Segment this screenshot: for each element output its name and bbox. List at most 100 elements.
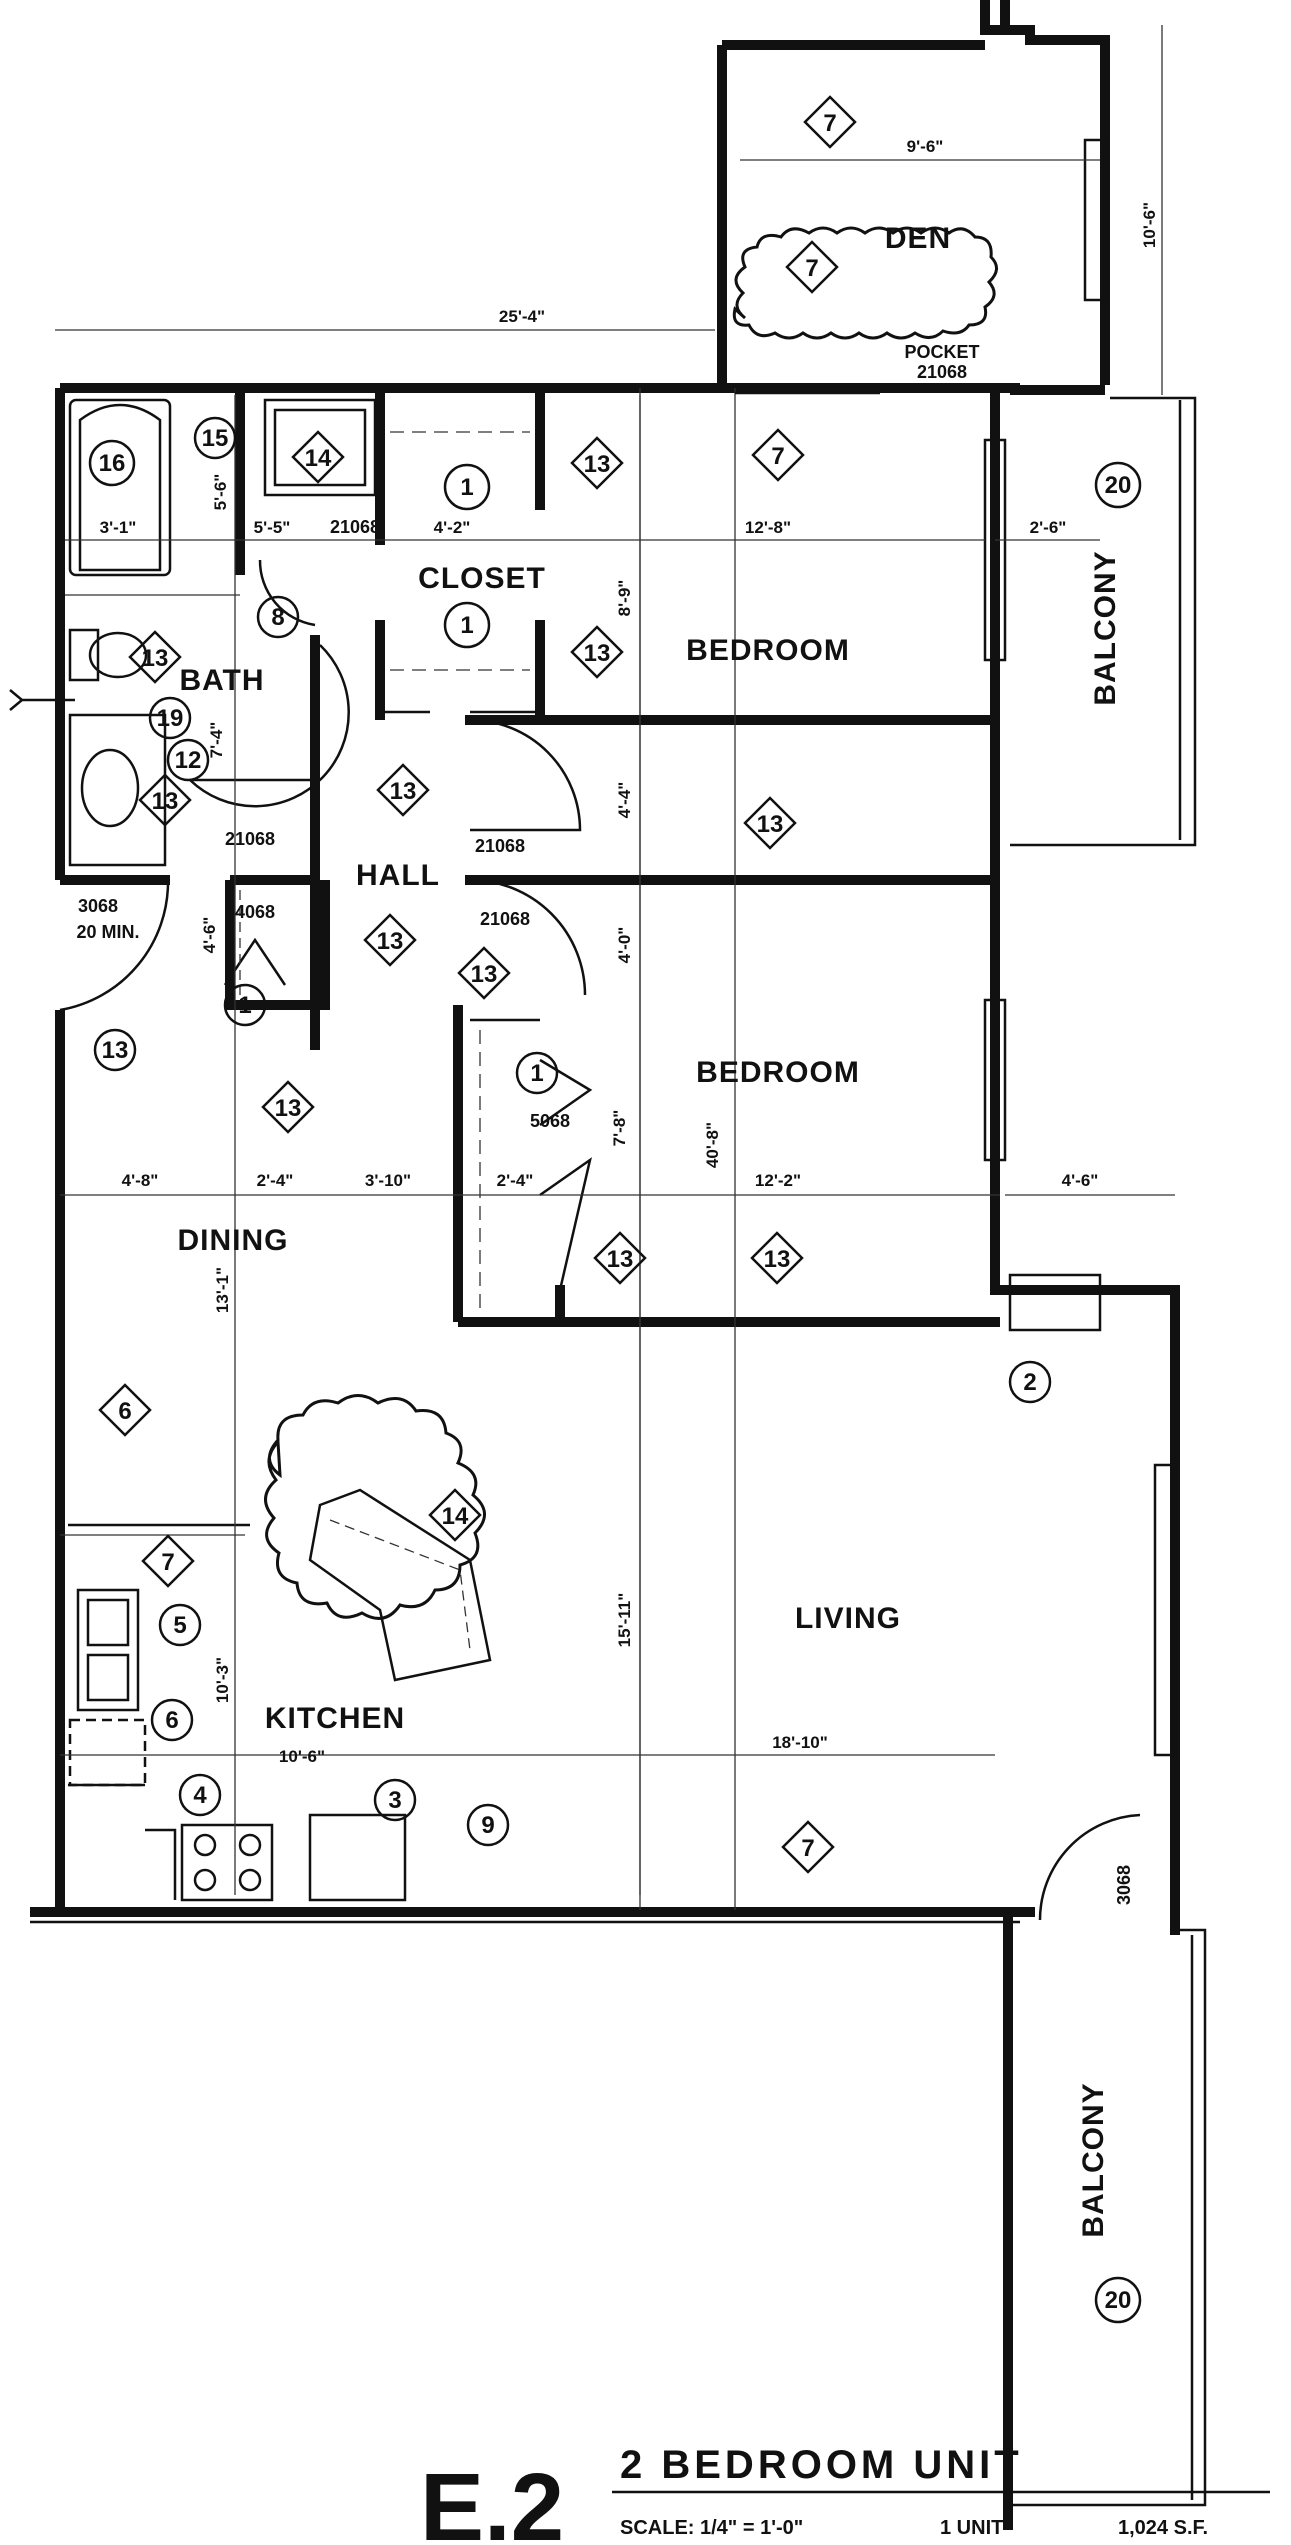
room-label-bath: BATH [179, 664, 264, 697]
dim-label: 2'-6" [1030, 518, 1067, 537]
tag-number: 7 [771, 443, 784, 470]
door-code: 21068 [330, 517, 380, 537]
tag-number: 12 [175, 747, 202, 774]
dim-label: 40'-8" [703, 1122, 722, 1168]
tag-number: 13 [764, 1246, 791, 1273]
dimension-labels: 9'-6" 10'-6" 25'-4" 5'-6" 3'-1" 5'-5" 21… [100, 137, 1159, 1766]
dim-label: 2'-4" [497, 1171, 534, 1190]
callout-9: 9 [466, 1803, 510, 1847]
callout-1: 1 [515, 1051, 559, 1095]
dim-label: 18'-10" [772, 1733, 828, 1752]
tag-13: 13 [570, 436, 624, 490]
unit-name: 2 BEDROOM UNIT [620, 2443, 1023, 2487]
interior-walls [60, 388, 1000, 1910]
tag-13: 13 [128, 630, 182, 684]
callout-3: 3 [373, 1778, 417, 1822]
door-swings [59, 383, 1141, 1921]
dim-label: 7'-8" [610, 1110, 629, 1147]
callout-4: 4 [178, 1773, 222, 1817]
tag-number: 7 [161, 1549, 174, 1576]
tag-13: 13 [457, 946, 511, 1000]
tag-number: 20 [1105, 2287, 1132, 2314]
room-label-hall: HALL [356, 859, 440, 892]
room-label-den: DEN [885, 222, 951, 255]
door-code: 5068 [530, 1111, 570, 1131]
tag-14: 14 [428, 1488, 482, 1542]
tag-number: 13 [390, 778, 417, 805]
range [180, 1823, 274, 1902]
room-label-bedroom-2: BEDROOM [696, 1056, 860, 1089]
tag-13: 13 [261, 1080, 315, 1134]
pocket-door-label: POCKET [904, 342, 979, 362]
dim-label: 3'-10" [365, 1171, 411, 1190]
unit-count: 1 UNIT [940, 2517, 1003, 2539]
tag-number: 6 [118, 1398, 131, 1425]
dim-label: 4'-0" [615, 927, 634, 964]
callout-8: 8 [256, 595, 300, 639]
callout-13: 13 [93, 1028, 137, 1072]
tag-13: 13 [570, 625, 624, 679]
dim-label: 9'-6" [907, 137, 944, 156]
pocket-door-code: 21068 [917, 362, 967, 382]
dim-label: 4'-8" [122, 1171, 159, 1190]
tag-number: 7 [805, 255, 818, 282]
room-label-dining: DINING [178, 1224, 289, 1257]
dim-label: 12'-8" [745, 518, 791, 537]
callout-12: 12 [166, 738, 210, 782]
tag-14: 14 [291, 430, 345, 484]
tag-7: 7 [785, 240, 839, 294]
dim-label: 10'-6" [1140, 202, 1159, 248]
toilet [88, 631, 148, 679]
callout-1: 1 [223, 983, 267, 1027]
refrigerator [308, 1813, 407, 1902]
unit-area: 1,024 S.F. [1118, 2517, 1208, 2539]
callout-20: 20 [1094, 461, 1142, 509]
dim-label: 25'-4" [499, 307, 545, 326]
door-code: 3068 [78, 896, 118, 916]
callout-2: 2 [1008, 1360, 1052, 1404]
dim-label: 5'-6" [211, 474, 230, 511]
callout-6: 6 [150, 1698, 194, 1742]
door-code: 21068 [475, 836, 525, 856]
tag-number: 8 [271, 604, 284, 631]
callout-19: 19 [148, 696, 192, 740]
tag-13: 13 [376, 763, 430, 817]
room-label-closet: CLOSET [418, 562, 546, 595]
room-labels: DEN CLOSET BATH HALL BEDROOM BEDROOM DIN… [178, 222, 1123, 2238]
dim-label: 2'-4" [257, 1171, 294, 1190]
tag-13: 13 [743, 796, 797, 850]
tag-number: 6 [165, 1707, 178, 1734]
tag-7: 7 [751, 428, 805, 482]
tag-number: 16 [99, 450, 126, 477]
tag-7: 7 [803, 95, 857, 149]
tag-number: 19 [157, 705, 184, 732]
dim-label: 10'-6" [279, 1747, 325, 1766]
tag-number: 1 [460, 612, 473, 639]
bathtub [68, 398, 172, 577]
door-code: 21068 [225, 829, 275, 849]
dim-label: 4'-6" [200, 917, 219, 954]
door-labels: POCKET 21068 21068 21068 21068 4068 3068… [76, 342, 1134, 1905]
tag-number: 1 [530, 1060, 543, 1087]
tag-13: 13 [750, 1231, 804, 1285]
tag-number: 13 [607, 1246, 634, 1273]
tag-number: 13 [584, 640, 611, 667]
tag-number: 1 [238, 992, 251, 1019]
door-code: 4068 [235, 902, 275, 922]
diamond-tags: 7 7 7 14 13 13 13 13 13 13 13 13 13 13 1… [98, 95, 857, 1874]
dim-label: 13'-1" [213, 1267, 232, 1313]
room-label-bedroom-1: BEDROOM [686, 634, 850, 667]
tag-number: 13 [152, 788, 179, 815]
vanity [68, 713, 167, 867]
callout-circles: 16 15 8 19 12 1 1 1 1 13 2 5 6 4 3 9 20 … [88, 416, 1142, 2324]
dim-label: 3'-1" [100, 518, 137, 537]
tag-7: 7 [141, 1534, 195, 1588]
tag-number: 14 [305, 445, 332, 472]
sink [80, 748, 140, 828]
tag-number: 4 [193, 1782, 207, 1809]
walls [30, 0, 1207, 2530]
kitchen-sink [76, 1588, 140, 1712]
tag-number: 13 [471, 961, 498, 988]
room-label-balcony-2: BALCONY [1077, 2082, 1110, 2237]
dim-label: 5'-5" [254, 518, 291, 537]
